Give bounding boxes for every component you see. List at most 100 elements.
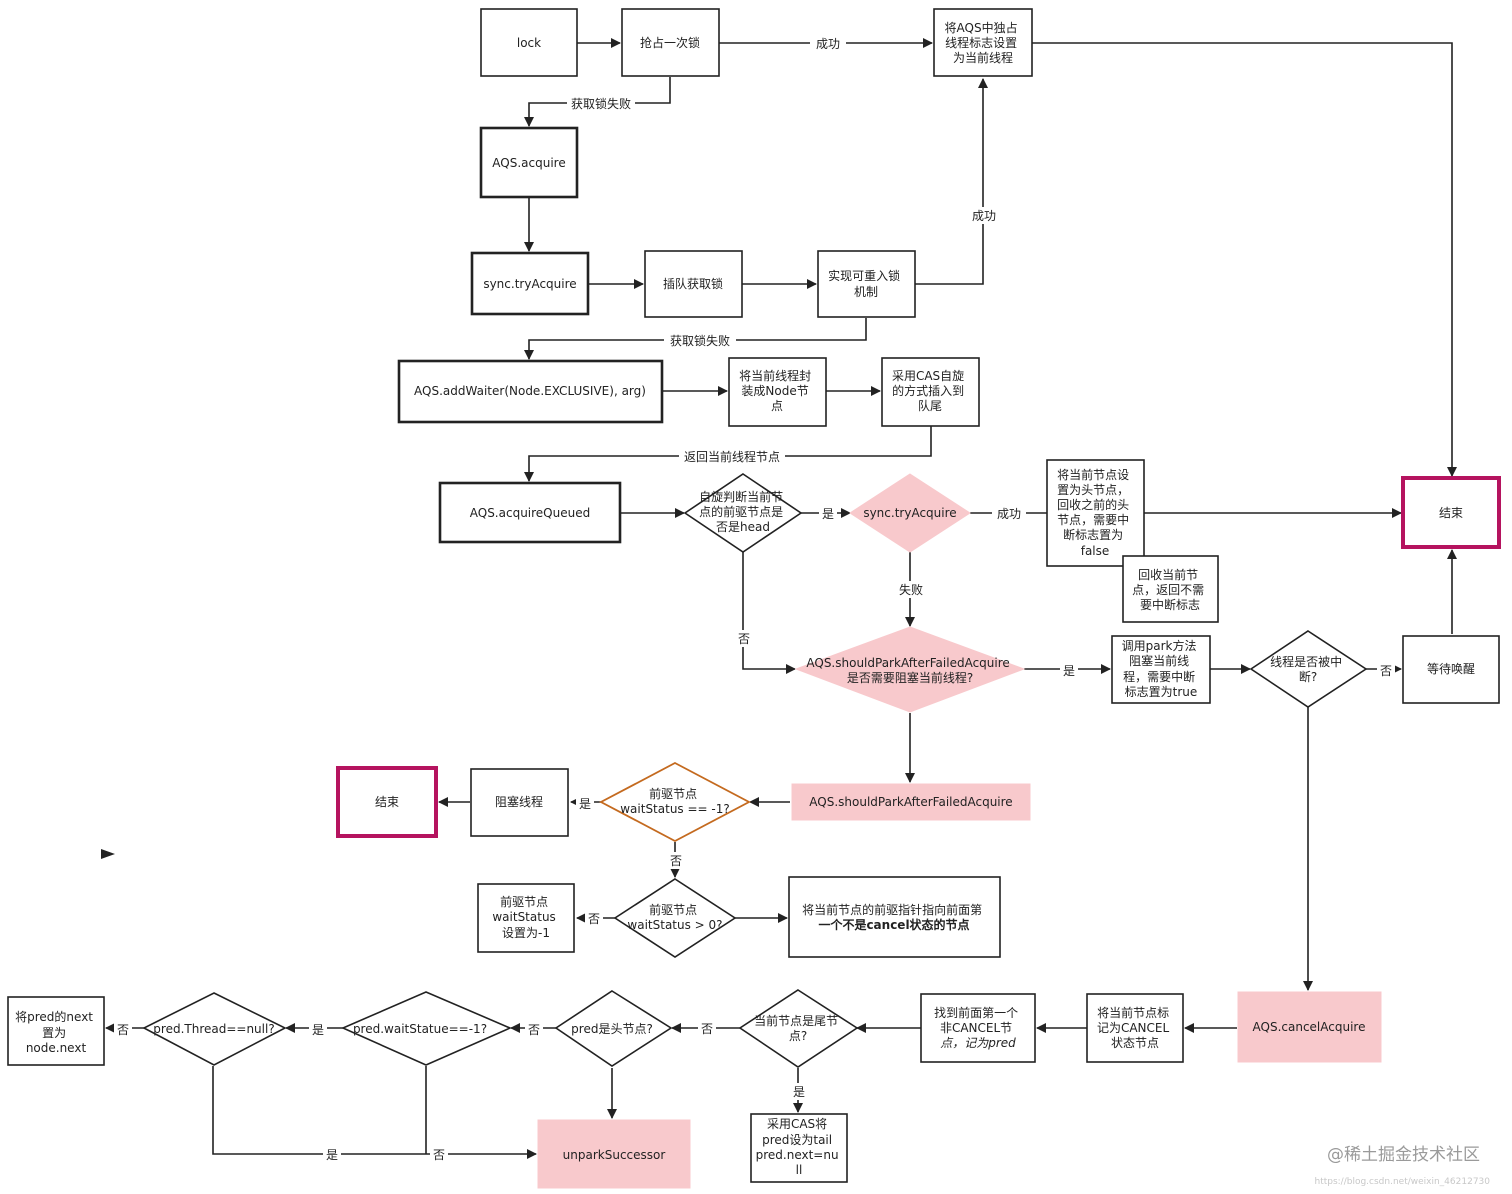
svg-text:成功: 成功 (972, 209, 996, 223)
node-mark-cancel: 将当前节点标 记为CANCEL 状态节点 (1086, 993, 1184, 1063)
node-ws-gt0-q: 前驱节点 waitStatus > 0? (613, 878, 737, 958)
svg-text:AQS.shouldParkAfterFailedAcqui: AQS.shouldParkAfterFailedAcquire (809, 795, 1012, 809)
svg-text:实现可重入锁 机制: 实现可重入锁 机制 (828, 268, 904, 299)
svg-text:AQS.addWaiter(Node.EXCLUSIVE),: AQS.addWaiter(Node.EXCLUSIVE), arg) (414, 384, 646, 398)
node-should-park: AQS.shouldParkAfterFailedAcquire (791, 783, 1031, 821)
svg-text:AQS.cancelAcquire: AQS.cancelAcquire (1253, 1020, 1366, 1034)
node-reentrant: 实现可重入锁 机制 (817, 250, 916, 318)
svg-text:是: 是 (312, 1023, 324, 1037)
svg-text:@稀土掘金技术社区: @稀土掘金技术社区 (1327, 1145, 1480, 1165)
svg-text:前驱节点 waitStatus == -1?: 前驱节点 waitStatus == -1? (620, 786, 730, 816)
node-pred-ws-q: pred.waitStatue==-1? (341, 991, 513, 1066)
node-wait-wakeup: 等待唤醒 (1402, 635, 1500, 704)
stray-arrowhead (101, 849, 115, 859)
svg-text:成功: 成功 (816, 37, 840, 51)
svg-text:获取锁失败: 获取锁失败 (670, 333, 730, 348)
edge-reentrant-to-setowner (915, 78, 988, 285)
node-ws-minus1-q: 前驱节点 waitStatus == -1? (599, 761, 751, 843)
node-block-thread: 阻塞线程 (470, 768, 569, 837)
svg-text:否: 否 (738, 632, 750, 646)
label-no-tail: 否 (698, 1020, 716, 1037)
node-find-pred: 找到前面第一个 非CANCEL节 点，记为pred (920, 993, 1036, 1063)
svg-text:将当前节点的前驱指针指向前面第 一个不是ca: 将当前节点的前驱指针指向前面第 一个不是cancel状态的节点 (802, 902, 986, 932)
node-cas-tail: 采用CAS自旋 的方式插入到 队尾 (881, 357, 980, 427)
node-cas-pred-tail: 采用CAS将 pred设为tail pred.next=nu ll (750, 1113, 848, 1183)
label-yes-park: 是 (1060, 662, 1078, 679)
label-yes-bottom: 是 (323, 1146, 341, 1163)
svg-text:否: 否 (528, 1023, 540, 1037)
node-try-once: 抢占一次锁 (621, 8, 720, 77)
svg-text:lock: lock (517, 36, 541, 50)
svg-text:否: 否 (670, 854, 682, 868)
label-success-3: 成功 (992, 505, 1026, 522)
node-end-left: 结束 (336, 766, 438, 838)
label-return-node: 返回当前线程节点 (679, 448, 785, 465)
svg-text:调用park方法 阻塞当前线: 调用park方法 阻塞当前线 程，需要中断 标志置为true (1122, 638, 1201, 699)
svg-text:将当前节点设 置为头节点，: 将当前节点设 置为头节点， 回收之前的头 节点，需要中 断标志置为 false (1057, 467, 1133, 558)
node-pred-next: 将pred的next 置为 node.next (7, 996, 105, 1066)
svg-text:将AQS中独占 线程标志设置: 将AQS中独占 线程标志设置 为当前线程 (945, 20, 1022, 65)
label-success-1: 成功 (810, 35, 846, 52)
svg-text:前驱节点 waitStatus: 前驱节点 waitStatus 设置为-1 (492, 894, 559, 940)
svg-text:否: 否 (1380, 664, 1392, 678)
svg-text:当前节点是尾节 点?: 当前节点是尾节 点? (754, 1013, 842, 1043)
svg-text:结束: 结束 (1439, 506, 1463, 520)
watermark: @稀土掘金技术社区 https://blog.csdn.net/weixin_4… (1314, 1145, 1490, 1187)
label-fail-3: 失败 (894, 581, 928, 598)
svg-text:sync.tryAcquire: sync.tryAcquire (863, 506, 956, 520)
label-yes-head: 是 (819, 505, 837, 522)
svg-text:pred.Thread==null?: pred.Thread==null? (153, 1022, 274, 1036)
node-end-right: 结束 (1401, 476, 1501, 549)
svg-text:pred.waitStatue==-1?: pred.waitStatue==-1? (353, 1022, 487, 1036)
svg-text:AQS.acquire: AQS.acquire (492, 156, 565, 170)
label-success-2: 成功 (966, 207, 1002, 224)
label-no-ws-gt0: 否 (585, 910, 603, 927)
label-fail-1: 获取锁失败 (567, 95, 635, 112)
nodes: lock 抢占一次锁 将AQS中独占 线程标志设置 为当前线程 AQS.acqu… (7, 8, 1501, 1189)
node-wrap-node: 将当前线程封 装成Node节 点 (728, 357, 827, 427)
label-no-pred-thread: 否 (114, 1021, 132, 1038)
svg-text:是: 是 (793, 1085, 805, 1099)
svg-text:将当前线程封 装成Node节: 将当前线程封 装成Node节 点 (739, 368, 815, 413)
svg-text:pred是头节点?: pred是头节点? (571, 1022, 653, 1036)
svg-text:抢占一次锁: 抢占一次锁 (640, 35, 700, 50)
node-sync-try-acquire: sync.tryAcquire (470, 251, 590, 316)
edge-predthread-to-unpark (212, 1066, 537, 1159)
node-set-head: 将当前节点设 置为头节点， 回收之前的头 节点，需要中 断标志置为 false (1046, 459, 1145, 567)
edge-labels: 成功 获取锁失败 成功 获取锁失败 返回当前线程节点 是 成功 失败 否 是 否… (114, 35, 1395, 1163)
edge-predhead-to-shouldparkq (742, 552, 796, 674)
node-unpark: unparkSuccessor (537, 1119, 691, 1189)
svg-text:AQS.acquireQueued: AQS.acquireQueued (470, 506, 590, 520)
svg-text:是: 是 (822, 507, 834, 521)
node-add-waiter: AQS.addWaiter(Node.EXCLUSIVE), arg) (397, 359, 664, 424)
svg-text:采用CAS将 pred设为tail: 采用CAS将 pred设为tail pred.next=nu ll (756, 1117, 843, 1177)
edges (105, 38, 1457, 1159)
svg-text:是: 是 (1063, 664, 1075, 678)
svg-text:线程是否被中 断?: 线程是否被中 断? (1270, 654, 1346, 684)
svg-text:采用CAS自旋 的方式插入到: 采用CAS自旋 的方式插入到 队尾 (892, 369, 968, 413)
label-no-interrupt: 否 (1377, 662, 1395, 679)
node-queue-get-lock: 插队获取锁 (644, 250, 743, 318)
svg-text:将pred的next 置为: 将pred的next 置为 node.next (15, 1009, 97, 1055)
label-no-head: 否 (735, 630, 753, 647)
label-no-pred-head: 否 (525, 1021, 543, 1038)
svg-text:否: 否 (588, 912, 600, 926)
node-pred-thread-q: pred.Thread==null? (142, 992, 287, 1066)
svg-text:sync.tryAcquire: sync.tryAcquire (483, 277, 576, 291)
svg-text:自旋判断当前节 点的前驱节点是: 自旋判断当前节 点的前驱节点是 否是head (699, 489, 787, 534)
svg-text:否: 否 (433, 1148, 445, 1162)
label-no-bottom: 否 (430, 1146, 448, 1163)
label-fail-2: 获取锁失败 (664, 332, 736, 349)
node-set-ws-minus1: 前驱节点 waitStatus 设置为-1 (477, 883, 575, 953)
svg-text:是: 是 (579, 797, 591, 811)
svg-text:将当前节点标 记为CANCEL: 将当前节点标 记为CANCEL 状态节点 (1097, 1005, 1173, 1050)
node-pred-is-head: 自旋判断当前节 点的前驱节点是 否是head (683, 473, 803, 553)
label-yes-pred-ws: 是 (309, 1021, 327, 1038)
svg-text:成功: 成功 (997, 507, 1021, 521)
label-yes-tail: 是 (790, 1083, 808, 1100)
node-interrupted-q: 线程是否被中 断? (1249, 630, 1368, 708)
node-should-park-q: AQS.shouldParkAfterFailedAcquire 是否需要阻塞当… (794, 626, 1026, 713)
svg-text:结束: 结束 (375, 795, 399, 809)
node-sync-try-acquire-2: sync.tryAcquire (849, 473, 971, 553)
node-skip-cancel: 将当前节点的前驱指针指向前面第 一个不是cancel状态的节点 (788, 876, 1001, 958)
